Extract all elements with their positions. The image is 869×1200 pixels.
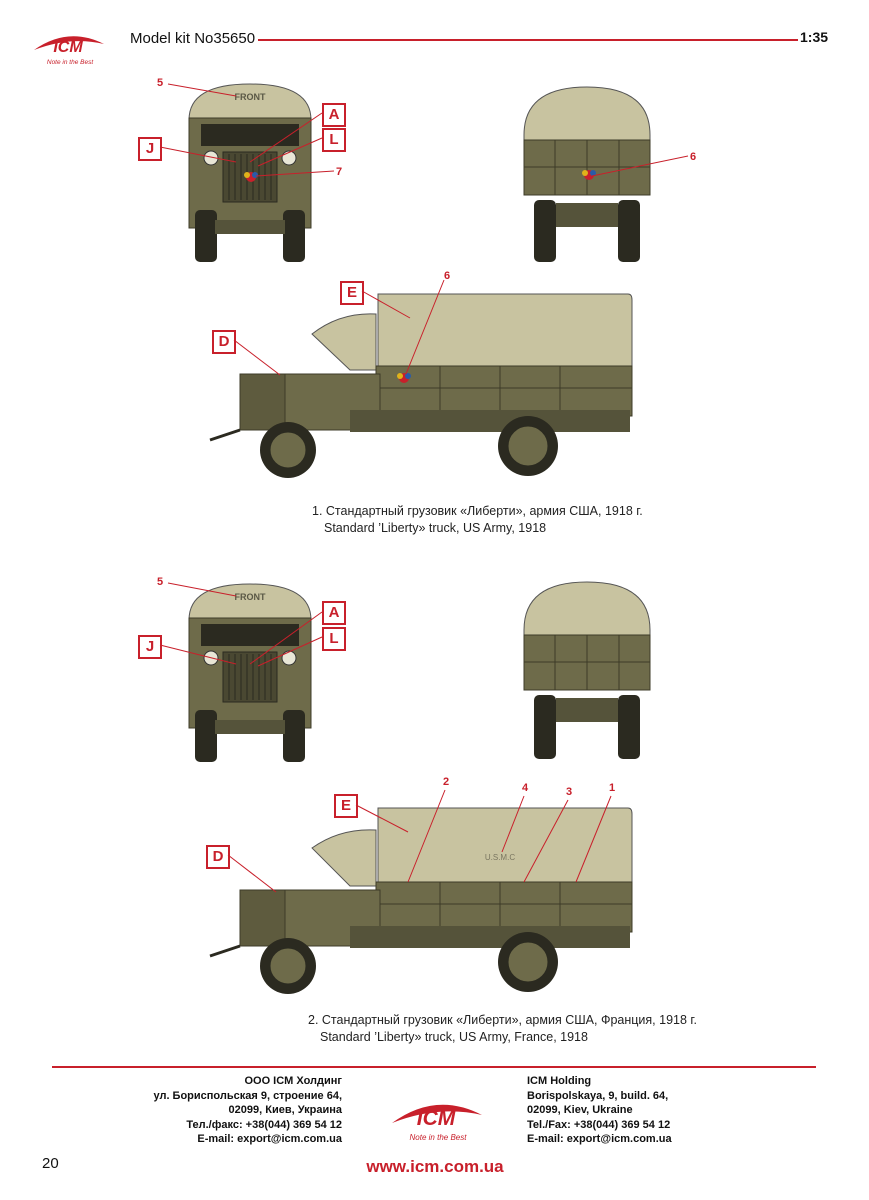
scheme2-side-view: U.S.M.C [209,807,633,994]
scheme2-caption: 2. Стандартный грузовик «Либерти», армия… [308,1012,697,1046]
footer-en-line: E-mail: export@icm.com.ua [527,1133,672,1145]
website-link[interactable]: www.icm.com.ua [366,1157,504,1176]
footer-ru-line: ООО ICM Холдинг [244,1075,342,1087]
scheme2-callout-a: A [322,601,346,625]
scheme2-callout-e: E [334,794,358,818]
scheme1-caption: 1. Стандартный грузовик «Либерти», армия… [312,503,643,537]
scheme2-number-1: 1 [609,782,616,794]
scheme2-number-3: 3 [566,786,573,798]
scheme2-callout-j: J [138,635,162,659]
scheme1-number-5: 5 [157,77,164,89]
icm-logo-footer: ICM Note in the Best [392,1104,482,1142]
scheme2-rear-view [523,581,651,759]
scheme1-callout-d: D [212,330,236,354]
scheme2-number-5: 5 [157,576,164,588]
scheme2-leader-lines [159,582,612,893]
scheme2-side-text: U.S.M.C [485,853,515,862]
logo-tagline: Note in the Best [47,59,94,66]
scheme1-number-6-side: 6 [444,270,451,282]
scheme1-callout-a: A [322,103,346,127]
scheme1-number-7: 7 [336,166,343,178]
footer-address-ru: ООО ICM Холдинг ул. Бориспольская 9, стр… [153,1074,342,1147]
footer-ru-line: Тел./факс: +38(044) 369 54 12 [186,1118,342,1131]
scheme2-caption-ru: 2. Стандартный грузовик «Либерти», армия… [308,1013,697,1027]
scheme2-number-2: 2 [443,776,450,788]
footer-ru-line: E-mail: export@icm.com.ua [197,1133,342,1145]
footer-logo-tagline: Note in the Best [410,1133,468,1142]
footer-ru-line: 02099, Киев, Украина [228,1104,342,1116]
footer-en-line: Borispolskaya, 9, build. 64, [527,1089,669,1102]
scheme2-callout-l: L [322,627,346,651]
logo-wordmark: ICM [53,39,83,56]
scheme1-callout-e: E [340,281,364,305]
scheme2-caption-en: Standard ’Liberty» truck, US Army, Franc… [320,1030,588,1044]
scheme2-callout-d: D [206,845,230,869]
page-number: 20 [42,1155,59,1172]
icm-logo-top: ICM Note in the Best [34,36,104,66]
scheme1-callout-l: L [322,128,346,152]
footer-address-en: ICM Holding Borispolskaya, 9, build. 64,… [527,1074,672,1147]
scheme1-side-view [209,293,633,478]
scheme1-leader-lines [159,83,689,376]
footer-en-line: Tel./Fax: +38(044) 369 54 12 [527,1118,671,1131]
footer-logo-wordmark: ICM [417,1107,456,1130]
scheme1-caption-en: Standard ’Liberty» truck, US Army, 1918 [324,521,547,535]
footer-ru-line: ул. Бориспольская 9, строение 64, [153,1089,342,1102]
footer-divider [52,1066,816,1068]
scheme2-front-view: FRONT [188,583,312,762]
footer-en-line: 02099, Kiev, Ukraine [527,1104,633,1116]
scheme2-number-4: 4 [522,782,529,794]
scheme1-number-6-rear: 6 [690,151,697,163]
scheme1-hood-text: FRONT [235,92,266,102]
scheme1-front-view: FRONT [188,83,312,262]
header-divider [258,39,798,41]
footer-en-line: ICM Holding [527,1075,592,1087]
scheme1-caption-ru: 1. Стандартный грузовик «Либерти», армия… [312,504,643,518]
kit-label: Model kit No35650 [130,30,256,47]
scheme1-rear-view [523,86,651,262]
scale-label: 1:35 [800,29,829,45]
scheme2-hood-text: FRONT [235,592,266,602]
scheme1-callout-j: J [138,137,162,161]
